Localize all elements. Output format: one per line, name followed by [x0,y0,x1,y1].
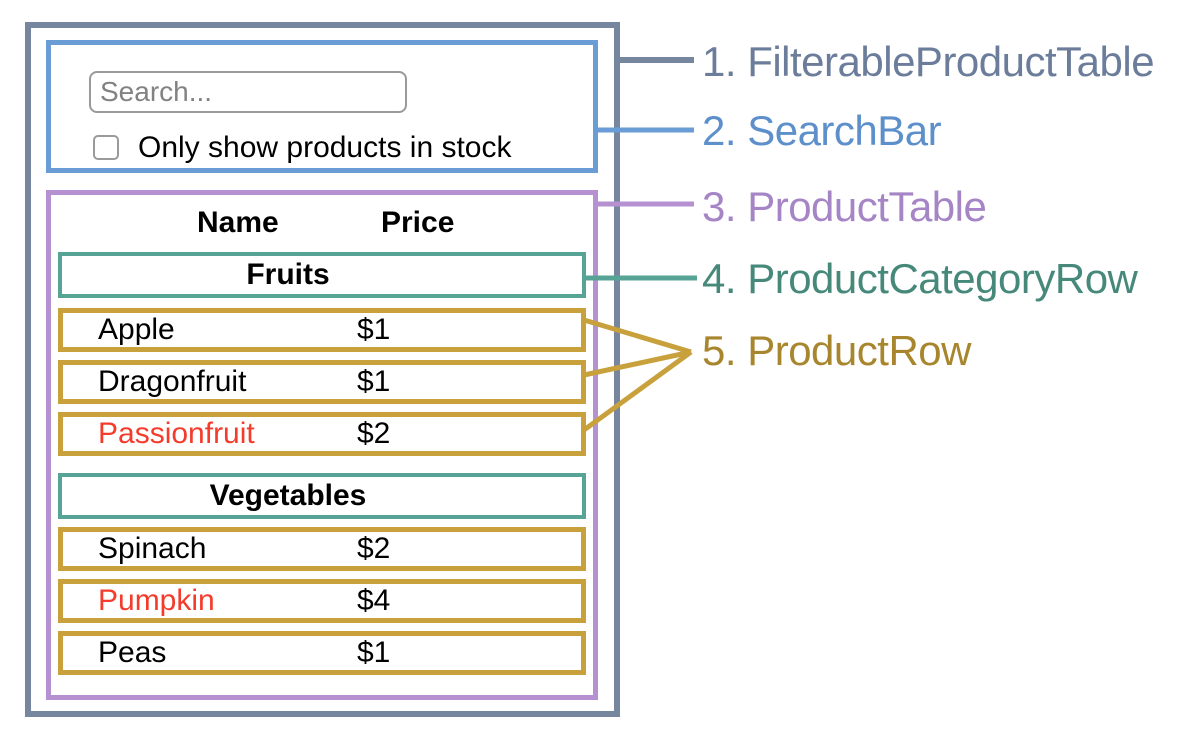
product-row: Dragonfruit $1 [58,360,586,404]
legend-item-filterable-product-table: 1. FilterableProductTable [702,38,1155,85]
product-price: $2 [357,532,391,565]
legend-item-search-bar: 2. SearchBar [702,107,942,154]
product-price: $4 [357,584,391,617]
column-header-name: Name [197,206,279,239]
product-price: $1 [357,313,391,346]
legend-item-product-table: 3. ProductTable [702,183,987,230]
in-stock-checkbox-label: Only show products in stock [138,131,512,164]
legend-item-product-row: 5. ProductRow [702,327,971,374]
product-name: Dragonfruit [98,365,247,398]
column-header-price: Price [381,206,455,239]
product-price: $2 [357,417,391,450]
legend-item-product-category-row: 4. ProductCategoryRow [702,255,1138,302]
product-row: Spinach $2 [58,527,586,571]
product-name: Apple [98,313,175,346]
product-name: Spinach [98,532,207,565]
product-price: $1 [357,636,391,669]
product-name: Peas [98,636,167,669]
product-row: Apple $1 [58,308,586,352]
in-stock-checkbox[interactable] [93,135,119,160]
product-row: Peas $1 [58,631,586,675]
product-price: $1 [357,365,391,398]
product-row: Passionfruit $2 [58,412,586,456]
product-row: Pumpkin $4 [58,579,586,623]
product-name: Passionfruit [98,417,255,450]
product-name: Pumpkin [98,584,215,617]
product-category-row-fruits: Fruits [58,252,586,298]
search-input[interactable] [89,71,407,113]
product-category-row-vegetables: Vegetables [58,473,586,519]
